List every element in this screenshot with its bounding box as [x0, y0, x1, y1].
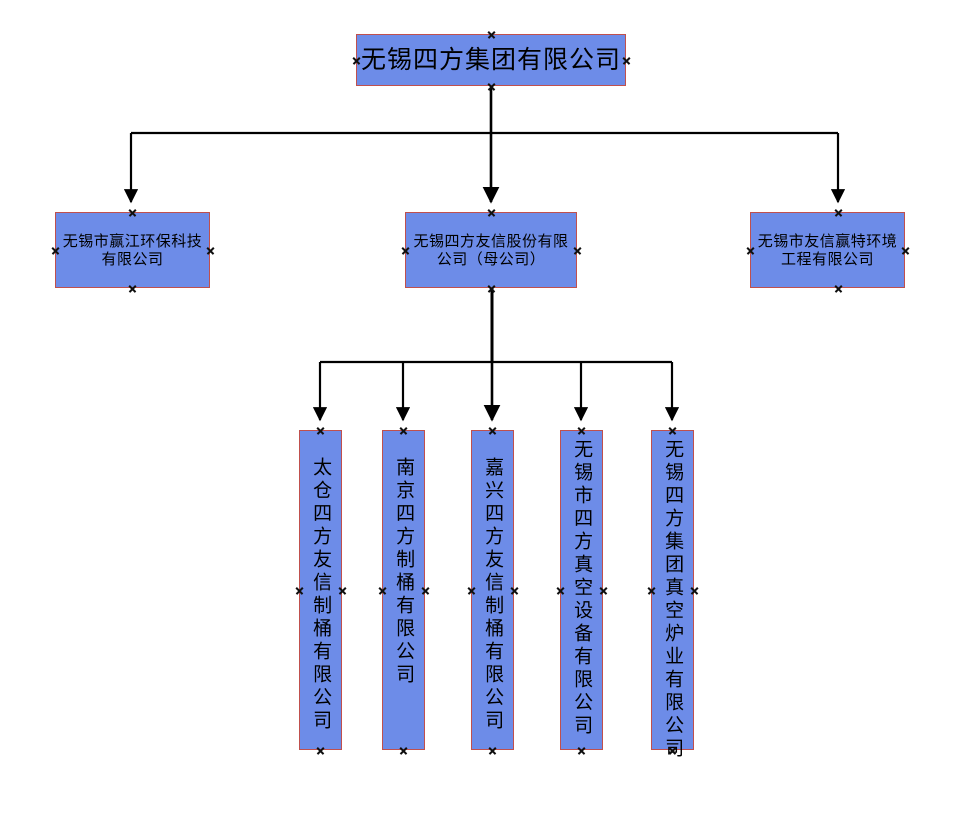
node-root-label: 无锡四方集团有限公司 — [361, 44, 622, 74]
node-jiaxing[interactable]: 嘉兴四方友信制桶有限公司 — [471, 430, 514, 750]
node-youxin-parent[interactable]: 无锡四方友信股份有限公司（母公司） — [405, 212, 577, 288]
node-youxin-parent-label: 无锡四方友信股份有限公司（母公司） — [413, 231, 569, 268]
node-yingjiang-label: 无锡市赢江环保科技有限公司 — [62, 231, 203, 268]
edge-root-to-level1 — [123, 88, 846, 204]
node-yingte-label: 无锡市友信赢特环境工程有限公司 — [757, 231, 898, 268]
node-wuxi-vacuum-furnace-label: 无锡四方集团真空炉业有限公司 — [662, 439, 685, 761]
edge-parent-to-level2 — [312, 288, 680, 422]
node-root[interactable]: 无锡四方集团有限公司 — [356, 34, 626, 86]
node-yingte[interactable]: 无锡市友信赢特环境工程有限公司 — [750, 212, 905, 288]
node-wuxi-vacuum-equipment[interactable]: 无锡市四方真空设备有限公司 — [560, 430, 603, 750]
node-jiaxing-label: 嘉兴四方友信制桶有限公司 — [482, 457, 505, 733]
node-nanjing[interactable]: 南京四方制桶有限公司 — [382, 430, 425, 750]
node-yingjiang[interactable]: 无锡市赢江环保科技有限公司 — [55, 212, 210, 288]
node-wuxi-vacuum-furnace[interactable]: 无锡四方集团真空炉业有限公司 — [651, 430, 694, 761]
node-nanjing-label: 南京四方制桶有限公司 — [393, 457, 416, 687]
node-wuxi-vacuum-equipment-label: 无锡市四方真空设备有限公司 — [571, 439, 594, 738]
node-taicang[interactable]: 太仓四方友信制桶有限公司 — [299, 430, 342, 750]
node-taicang-label: 太仓四方友信制桶有限公司 — [310, 457, 333, 733]
